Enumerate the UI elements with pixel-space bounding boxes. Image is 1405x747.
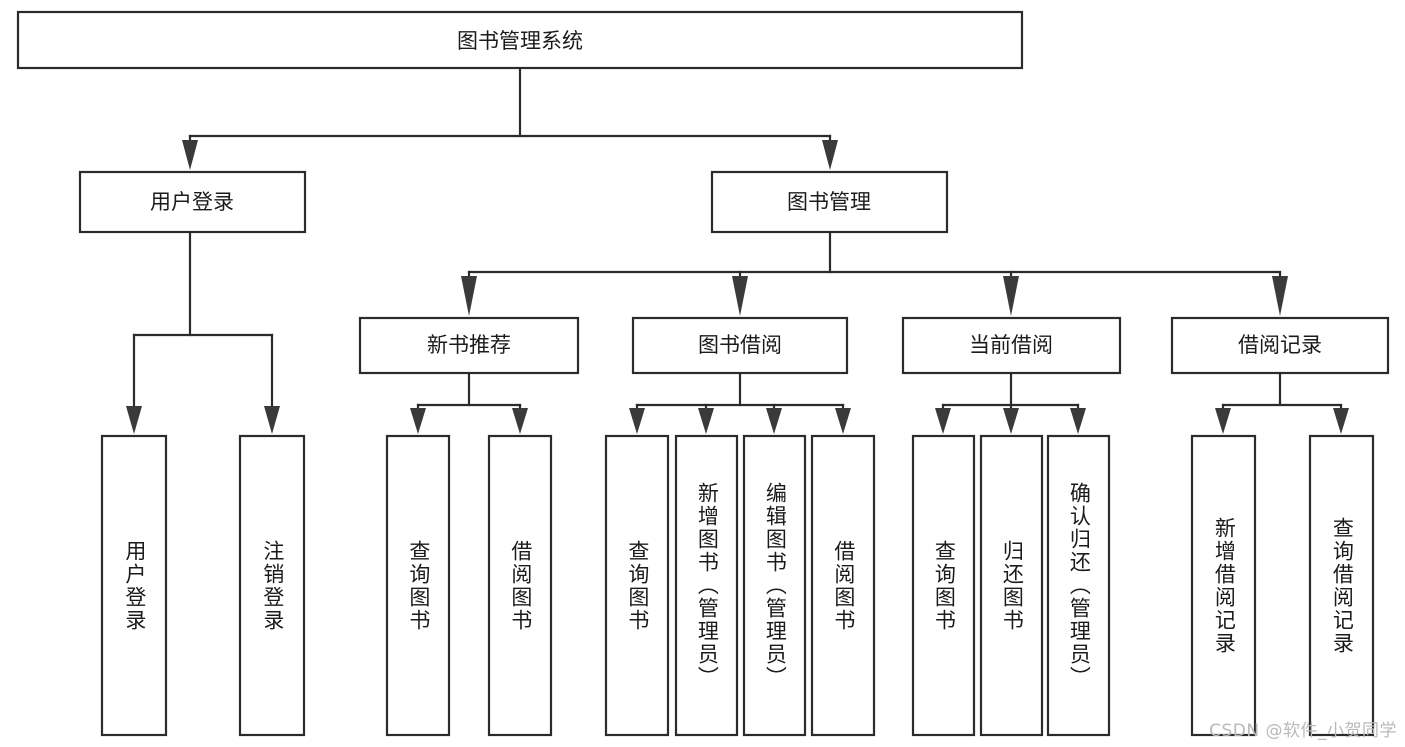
arrow-to-leaf-query-book-2 (629, 408, 645, 434)
arrow-to-leaf-logout (264, 406, 280, 434)
node-user-login[interactable] (78, 170, 307, 234)
watermark: CSDN @软件_小贺同学 (1209, 721, 1397, 741)
node-book-borrow[interactable] (631, 316, 849, 375)
node-leaf-borrow-book-2[interactable] (810, 434, 876, 737)
node-box-group (16, 10, 1390, 737)
node-leaf-add-book[interactable] (674, 434, 739, 737)
node-leaf-query-book-1[interactable] (385, 434, 451, 737)
node-book-manage-label: 图书管理 (787, 190, 871, 214)
arrow-to-current-borrow (1003, 276, 1019, 316)
node-book-manage[interactable] (710, 170, 949, 234)
node-borrow-record-label: 借阅记录 (1238, 333, 1322, 357)
node-current-borrow-label: 当前借阅 (969, 333, 1053, 357)
arrow-to-leaf-query-record (1333, 408, 1349, 434)
arrow-to-leaf-borrow-book-2 (835, 408, 851, 434)
arrow-to-leaf-user-login (126, 406, 142, 434)
node-book-borrow-label: 图书借阅 (698, 333, 782, 357)
node-leaf-query-book-3[interactable] (911, 434, 976, 737)
arrow-to-book-borrow (732, 276, 748, 316)
node-leaf-logout[interactable] (238, 434, 306, 737)
node-leaf-edit-book[interactable] (742, 434, 807, 737)
arrow-to-new-book-rec (461, 276, 477, 316)
arrow-head-group (126, 140, 1349, 434)
node-leaf-user-login[interactable] (100, 434, 168, 737)
arrow-to-leaf-query-book-1 (410, 408, 426, 434)
node-label-group: 图书管理系统 用户登录 图书管理 新书推荐 图书借阅 当前借阅 借阅记录 (150, 29, 1322, 357)
node-leaf-add-record[interactable] (1190, 434, 1257, 737)
arrow-to-leaf-query-book-3 (935, 408, 951, 434)
arrow-to-book-manage (822, 140, 838, 170)
arrow-to-leaf-add-book (698, 408, 714, 434)
arrow-to-leaf-confirm-return (1070, 408, 1086, 434)
node-leaf-borrow-book-1[interactable] (487, 434, 553, 737)
node-borrow-record[interactable] (1170, 316, 1390, 375)
arrow-to-leaf-borrow-book-1 (512, 408, 528, 434)
node-new-book-rec[interactable] (358, 316, 580, 375)
node-new-book-rec-label: 新书推荐 (427, 333, 511, 357)
node-leaf-confirm-return[interactable] (1046, 434, 1111, 737)
arrow-to-borrow-record (1272, 276, 1288, 316)
node-leaf-query-book-2[interactable] (604, 434, 670, 737)
node-root-label: 图书管理系统 (457, 29, 583, 53)
arrow-to-leaf-add-record (1215, 408, 1231, 434)
node-user-login-label: 用户登录 (150, 190, 234, 214)
arrow-to-user-login (182, 140, 198, 170)
node-leaf-query-record[interactable] (1308, 434, 1375, 737)
node-leaf-return-book[interactable] (979, 434, 1044, 737)
node-current-borrow[interactable] (901, 316, 1122, 375)
arrow-to-leaf-edit-book (766, 408, 782, 434)
node-root[interactable] (16, 10, 1024, 70)
arrow-to-leaf-return-book (1003, 408, 1019, 434)
